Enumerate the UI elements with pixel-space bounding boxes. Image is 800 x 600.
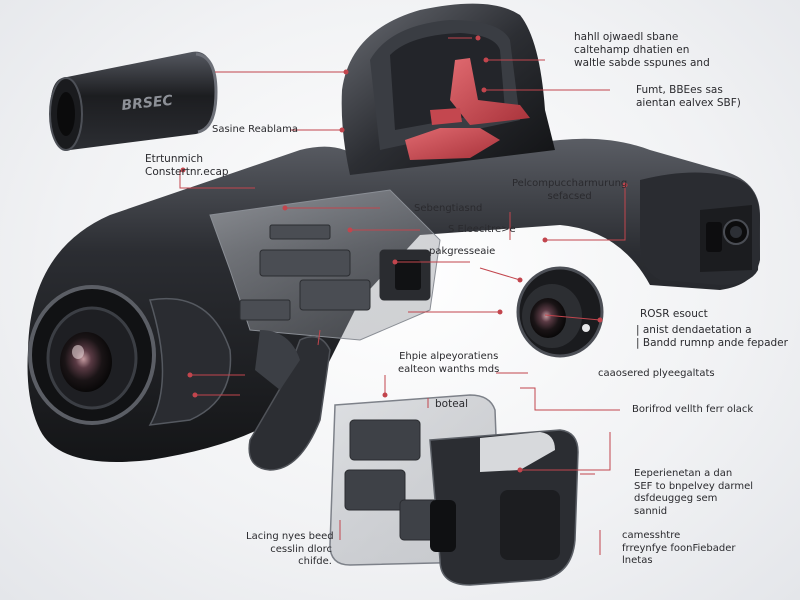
callout-s-eleecitre: S Eleecitre>e [448,224,516,235]
battery-module [329,394,579,586]
callout-camesshtre: camesshtre frreynfye foonFiebader lnetas [622,530,736,566]
callout-bandes: | anist dendaetation a | Bandd rumnp and… [636,324,788,349]
callout-pelcomp: Pelcompuccharmurung sefacsed [512,178,628,202]
callout-rosr-esouct: ROSR esouct [640,308,708,320]
callout-borifrod: Borifrod vellth ferr olack [632,404,754,415]
canister-part: BRSEC [49,51,218,151]
callout-eeperienetan: Eeperienetan a dan SEF to bnpelvey darme… [634,468,754,517]
callout-sasine-reablama: Sasine Reablama [212,124,299,135]
callout-top-right-1: hahll ojwaedl sbane caltehamp dhatien en… [574,31,710,69]
callout-ehpie: Ehpie alpeyoratiens ealteon wanths mds [398,351,500,375]
callout-constern: Etrtunmich Constertnr.ecap [145,153,229,178]
callout-caaosered: caaosered plyeegaltats [598,368,715,379]
main-body [27,3,760,471]
lens-module [516,266,604,358]
callout-top-right-2: Fumt, BBEes sas aientan ealvex SBF) [636,84,741,109]
callout-lacing: Lacing nyes beed cesslin dlorc chifde. [246,531,334,567]
callout-sebengtiasnd: Sebengtiasnd [414,203,483,214]
callout-dots [180,35,628,473]
leader-lines [179,37,626,555]
callout-pakgresseaie: pakgresseaie [429,246,496,257]
callout-boteal: boteal [435,398,469,410]
canister-brand: BRSEC [121,93,174,114]
